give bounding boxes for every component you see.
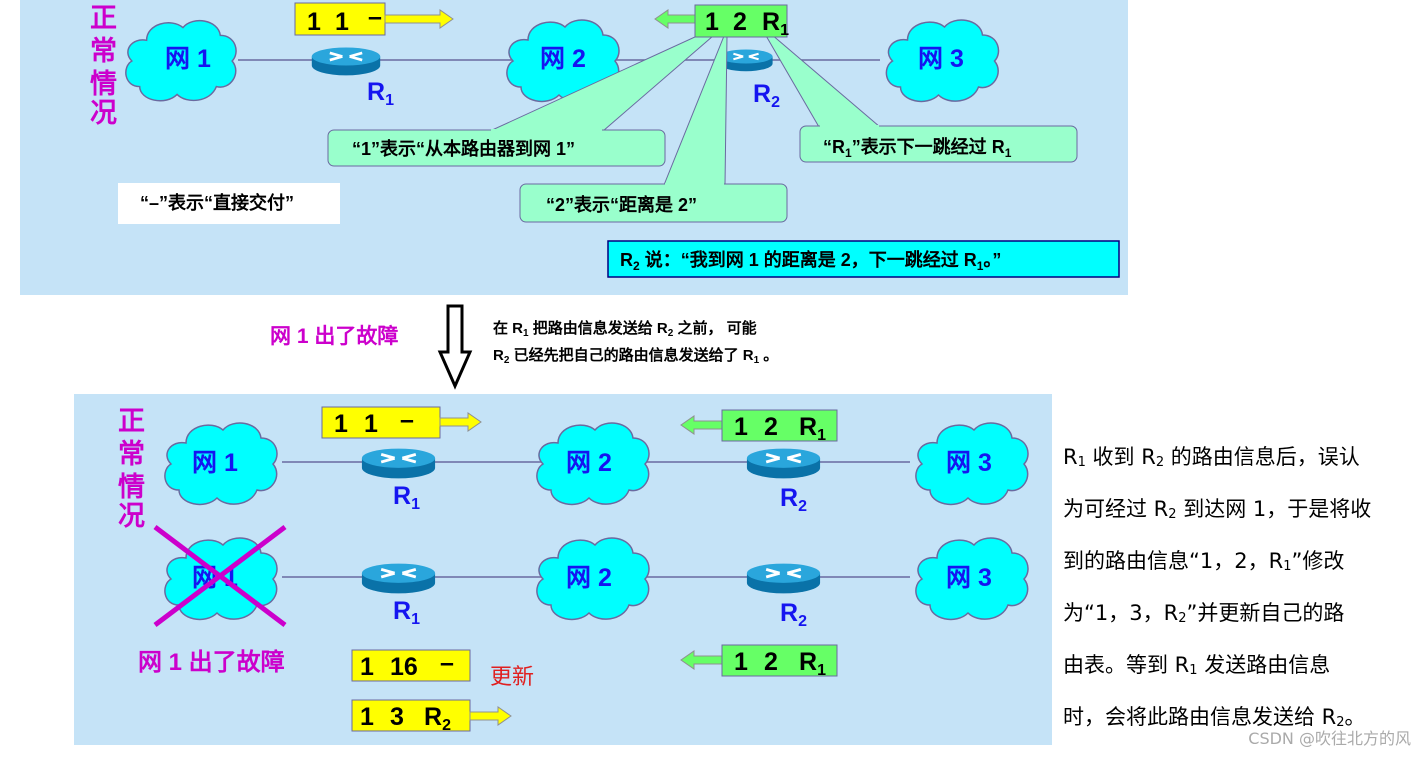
route-message: 1 2 R1 [680, 409, 838, 444]
svg-text:2: 2 [764, 413, 778, 441]
net-label: 网 1 [192, 449, 238, 477]
route-message: 1 2 R1 [680, 644, 838, 679]
title-char: 情 [118, 472, 145, 502]
svg-text:R2: R2 [424, 703, 451, 734]
title-char: 常 [118, 439, 145, 469]
title-char: 正 [118, 406, 145, 436]
r2-says: R2 说：“我到网 1 的距离是 2，下一跳经过 R1。” [620, 249, 1001, 273]
arrow-right-icon [384, 9, 454, 29]
svg-text:1: 1 [734, 648, 748, 676]
svg-text:3: 3 [390, 703, 404, 731]
net-label: 网 2 [566, 564, 612, 592]
route-message: 1 1 – [321, 406, 482, 439]
direct-delivery-note: “–”表示“直接交付” [140, 192, 294, 213]
watermark: CSDN @吹往北方的风 [1248, 729, 1411, 748]
middle-note-line2: R2 已经先把自己的路由信息发送给了 R1 。 [493, 346, 778, 366]
svg-text:1: 1 [334, 410, 348, 438]
svg-text:–: – [368, 3, 382, 31]
router-label-r2: R2 [780, 484, 807, 515]
route-message-updated: 1 16 – [351, 649, 471, 682]
callout-distance: “2”表示“距离是 2” [546, 194, 697, 215]
net-label: 网 2 [540, 45, 586, 73]
router-label-r2: R2 [780, 599, 807, 630]
title-char: 况 [118, 501, 145, 531]
svg-text:16: 16 [390, 653, 418, 681]
title-char: 情 [90, 69, 117, 99]
middle-note-line1: 在 R1 把路由信息发送给 R2 之前， 可能 [493, 319, 757, 339]
svg-text:1: 1 [360, 653, 374, 681]
route-message-r1: 1 1 – [294, 2, 454, 36]
svg-text:–: – [440, 649, 454, 677]
router-label-r2: R2 [753, 80, 780, 111]
svg-text:2: 2 [764, 648, 778, 676]
explanation-text: R1 收到 R2 的路由信息后，误认 为可经过 R2 到达网 1，于是将收 到的… [1063, 445, 1372, 730]
router-icon [718, 48, 774, 73]
net-label: 网 3 [918, 45, 964, 73]
fault-label: 网 1 出了故障 [270, 324, 398, 348]
router-label-r1: R1 [393, 597, 420, 628]
svg-text:1: 1 [335, 8, 349, 36]
svg-text:1: 1 [360, 703, 374, 731]
svg-text:R1: R1 [762, 8, 789, 39]
router-label-r1: R1 [367, 78, 394, 109]
title-char: 况 [90, 98, 117, 128]
svg-text:R1: R1 [799, 648, 826, 679]
svg-text:1: 1 [705, 8, 719, 36]
svg-text:–: – [400, 406, 414, 434]
net-label: 网 2 [566, 449, 612, 477]
router-icon [310, 46, 382, 77]
route-message-new: 1 3 R2 [351, 699, 512, 734]
route-message-r2: 1 2 R1 [654, 4, 789, 39]
router-label-r1: R1 [393, 482, 420, 513]
net-label: 网 1 [165, 45, 211, 73]
callout-next-hop: “R1”表示下一跳经过 R1 [823, 136, 1012, 160]
net-label: 网 3 [946, 564, 992, 592]
callout-destination: “1”表示“从本路由器到网 1” [352, 138, 575, 159]
net-label: 网 3 [946, 449, 992, 477]
failure-x-mark [153, 525, 287, 627]
title-char: 正 [90, 3, 117, 33]
arrow-down-icon [437, 304, 473, 390]
arrow-left-icon [654, 9, 696, 29]
svg-text:1: 1 [307, 8, 321, 36]
svg-text:1: 1 [364, 410, 378, 438]
svg-text:R1: R1 [799, 413, 826, 444]
update-label: 更新 [490, 664, 534, 689]
svg-text:1: 1 [734, 413, 748, 441]
fault-label: 网 1 出了故障 [138, 648, 285, 676]
title-char: 常 [90, 36, 117, 66]
svg-text:2: 2 [733, 8, 747, 36]
